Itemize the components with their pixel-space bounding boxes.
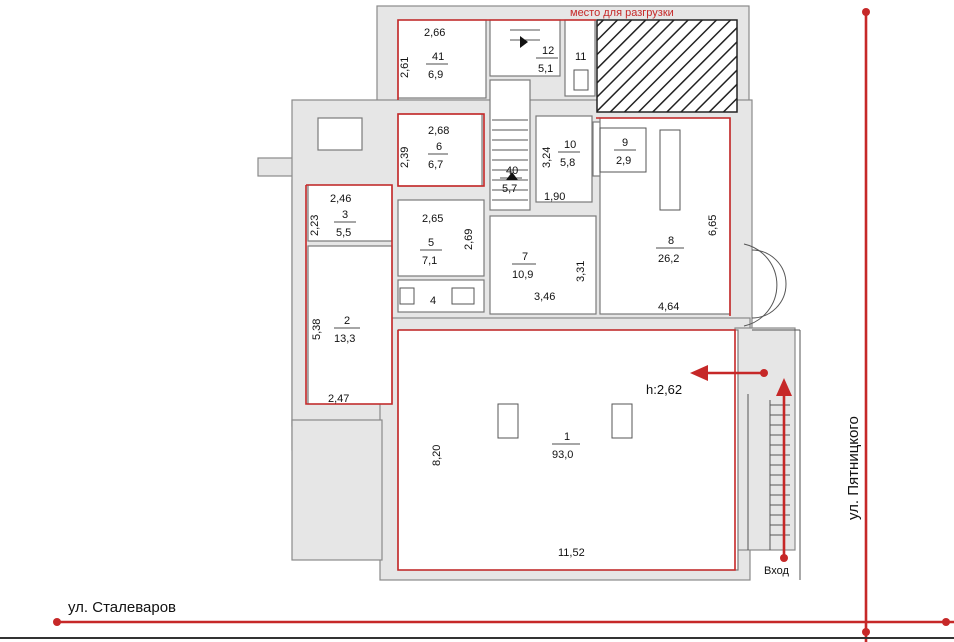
- room-10-number: 10: [564, 139, 576, 151]
- room-3-area: 5,5: [336, 227, 351, 239]
- room-3-number: 3: [342, 209, 348, 221]
- street-bottom-label: ул. Сталеваров: [68, 599, 176, 616]
- room-40-number: 40: [506, 165, 518, 177]
- room-5-top-dim: 2,65: [422, 213, 443, 225]
- room-1-area: 93,0: [552, 449, 573, 461]
- room-2-side-dim: 5,38: [311, 319, 323, 340]
- entrance-arrows: [690, 365, 792, 562]
- room-9-area: 2,9: [616, 155, 631, 167]
- unloading-hatch: [596, 19, 738, 113]
- premises-outline: [305, 19, 736, 571]
- room-7-top-dim: 1,90: [544, 191, 565, 203]
- room-8-bottom-dim: 4,64: [658, 301, 679, 313]
- room-9-number: 9: [622, 137, 628, 149]
- room-11-number: 11: [575, 51, 586, 63]
- room-7-area: 10,9: [512, 269, 533, 281]
- room-1-number: 1: [564, 431, 570, 443]
- room-12-number: 12: [542, 45, 554, 57]
- room-5-number: 5: [428, 237, 434, 249]
- room-2-number: 2: [344, 315, 350, 327]
- room-6-number: 6: [436, 141, 442, 153]
- room-2-bottom-dim: 2,47: [328, 393, 349, 405]
- entrance-stairs: [770, 404, 790, 536]
- room-4-number: 4: [430, 295, 436, 307]
- room-6-top-dim: 2,68: [428, 125, 449, 137]
- room-10-side-dim: 3,24: [541, 147, 553, 168]
- room-5-side-dim: 2,69: [463, 229, 475, 250]
- street-right-label: ул. Пятницкого: [845, 416, 862, 520]
- room-7-bottom-dim: 3,46: [534, 291, 555, 303]
- room-3-side-dim: 2,23: [309, 215, 321, 236]
- room-2-area: 13,3: [334, 333, 355, 345]
- room-7-side-dim: 3,31: [575, 261, 587, 282]
- entrance-label: Вход: [764, 565, 789, 577]
- room-40-area: 5,7: [502, 183, 517, 195]
- room-10-area: 5,8: [560, 157, 575, 169]
- unloading-place-label: место для разгрузки: [570, 7, 674, 19]
- room-6-area: 6,7: [428, 159, 443, 171]
- inner-stairs: [492, 29, 540, 201]
- ceiling-height-label: h:2,62: [646, 382, 682, 397]
- streets: [53, 8, 954, 642]
- room-7-number: 7: [522, 251, 528, 263]
- room-6-side-dim: 2,39: [399, 147, 411, 168]
- room-12-area: 5,1: [538, 63, 553, 75]
- room-41-number: 41: [432, 51, 444, 63]
- room-41-top-dim: 2,66: [424, 27, 445, 39]
- room-8-area: 26,2: [658, 253, 679, 265]
- room-8-side-dim: 6,65: [707, 215, 719, 236]
- room-8-number: 8: [668, 235, 674, 247]
- interior: [307, 19, 739, 571]
- room-1-bottom-dim: 11,52: [558, 547, 585, 559]
- room-41-area: 6,9: [428, 69, 443, 81]
- room-3-top-dim: 2,46: [330, 193, 351, 205]
- room-5-area: 7,1: [422, 255, 437, 267]
- room-1-side-dim: 8,20: [431, 445, 443, 466]
- room-41-side-dim: 2,61: [399, 57, 411, 78]
